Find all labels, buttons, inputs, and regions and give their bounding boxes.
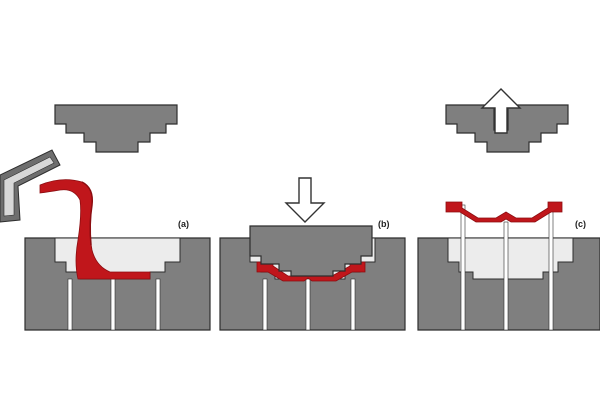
panel-label-b: (b)	[378, 219, 390, 229]
upper-die	[54, 104, 178, 153]
casting-part	[445, 201, 563, 223]
lower-die	[417, 204, 600, 331]
panel-a: (a)	[0, 104, 211, 331]
ladle-icon	[0, 149, 61, 223]
panel-c: (c)	[417, 88, 600, 331]
arrow-up-icon	[480, 88, 522, 134]
panel-label-c: (c)	[575, 219, 586, 229]
arrow-down-icon	[284, 177, 326, 223]
upper-die	[445, 104, 569, 153]
lower-die	[24, 237, 211, 331]
upper-die	[249, 225, 373, 277]
panel-b: (b)	[219, 177, 406, 331]
panel-label-a: (a)	[178, 219, 189, 229]
